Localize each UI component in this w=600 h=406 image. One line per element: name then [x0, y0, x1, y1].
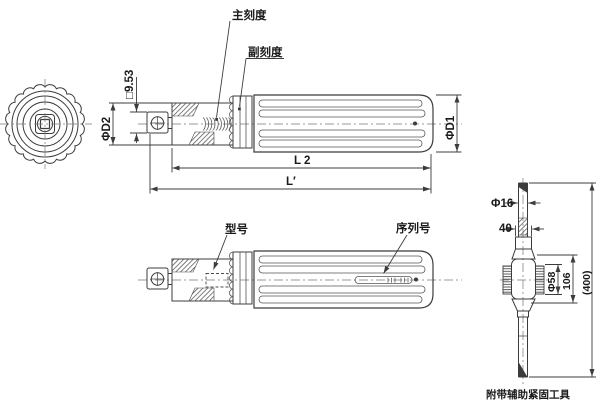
leader-main-scale [215, 20, 231, 121]
aux-knurled-knob [502, 248, 545, 318]
label-sub-scale: 副刻度 [248, 45, 283, 59]
rod-square-section [518, 217, 528, 236]
dimensions-top-view: □9.53 ΦD2 ΦD1 L 2 L′ [101, 70, 462, 194]
aux-upper-collar [515, 236, 532, 250]
dimensions-aux-tool: Φ16 40 Φ58 106 (400) [491, 182, 596, 378]
serial-number-marks [387, 277, 409, 283]
sub-scale-collar [229, 95, 253, 149]
label-aux-dia-16: Φ16 [491, 198, 513, 210]
label-length-l2: L 2 [294, 155, 310, 167]
end-view [0, 79, 92, 169]
hatch-lower [188, 131, 215, 146]
top-side-view: 主刻度 副刻度 [138, 8, 462, 153]
leader-model [213, 234, 228, 270]
aux-tool-view [500, 178, 548, 384]
label-serial: 序列号 [396, 221, 431, 235]
leader-sub-scale [239, 58, 284, 107]
bottom-side-view: 型号 序列号 [138, 221, 462, 309]
handle-pin-dot [413, 121, 417, 126]
label-aux-dia-58: Φ58 [546, 272, 558, 292]
label-aux-width-40: 40 [499, 223, 512, 235]
handle-pin-dot-2 [414, 277, 418, 282]
label-square-drive-size: □9.53 [124, 70, 136, 99]
square-drive-tip [146, 111, 172, 134]
label-model: 型号 [225, 222, 248, 236]
leader-serial [383, 234, 408, 274]
model-number-area [205, 273, 229, 288]
label-aux-height-106: 106 [561, 272, 573, 290]
square-drive-tip-2 [146, 267, 172, 290]
label-aux-length-400: (400) [581, 270, 593, 295]
label-dia-d1: ΦD1 [445, 115, 457, 140]
label-dia-d2: ΦD2 [101, 117, 113, 141]
handle-2 [253, 250, 434, 309]
caption-aux-tool: 附带辅助紧固工具 [486, 388, 570, 401]
rod-top-cap [518, 183, 528, 193]
serial-number-area [354, 276, 413, 284]
hatch-upper [171, 102, 200, 117]
adjustment-barrel-2 [171, 258, 234, 302]
sub-scale-index-dot [238, 107, 241, 111]
label-length-l-prime: L′ [286, 176, 296, 188]
handle [253, 94, 434, 153]
label-main-scale: 主刻度 [232, 8, 267, 22]
adjustment-barrel [171, 102, 234, 146]
rod-bottom-tip [518, 362, 528, 377]
sub-scale-collar-2 [229, 251, 253, 305]
